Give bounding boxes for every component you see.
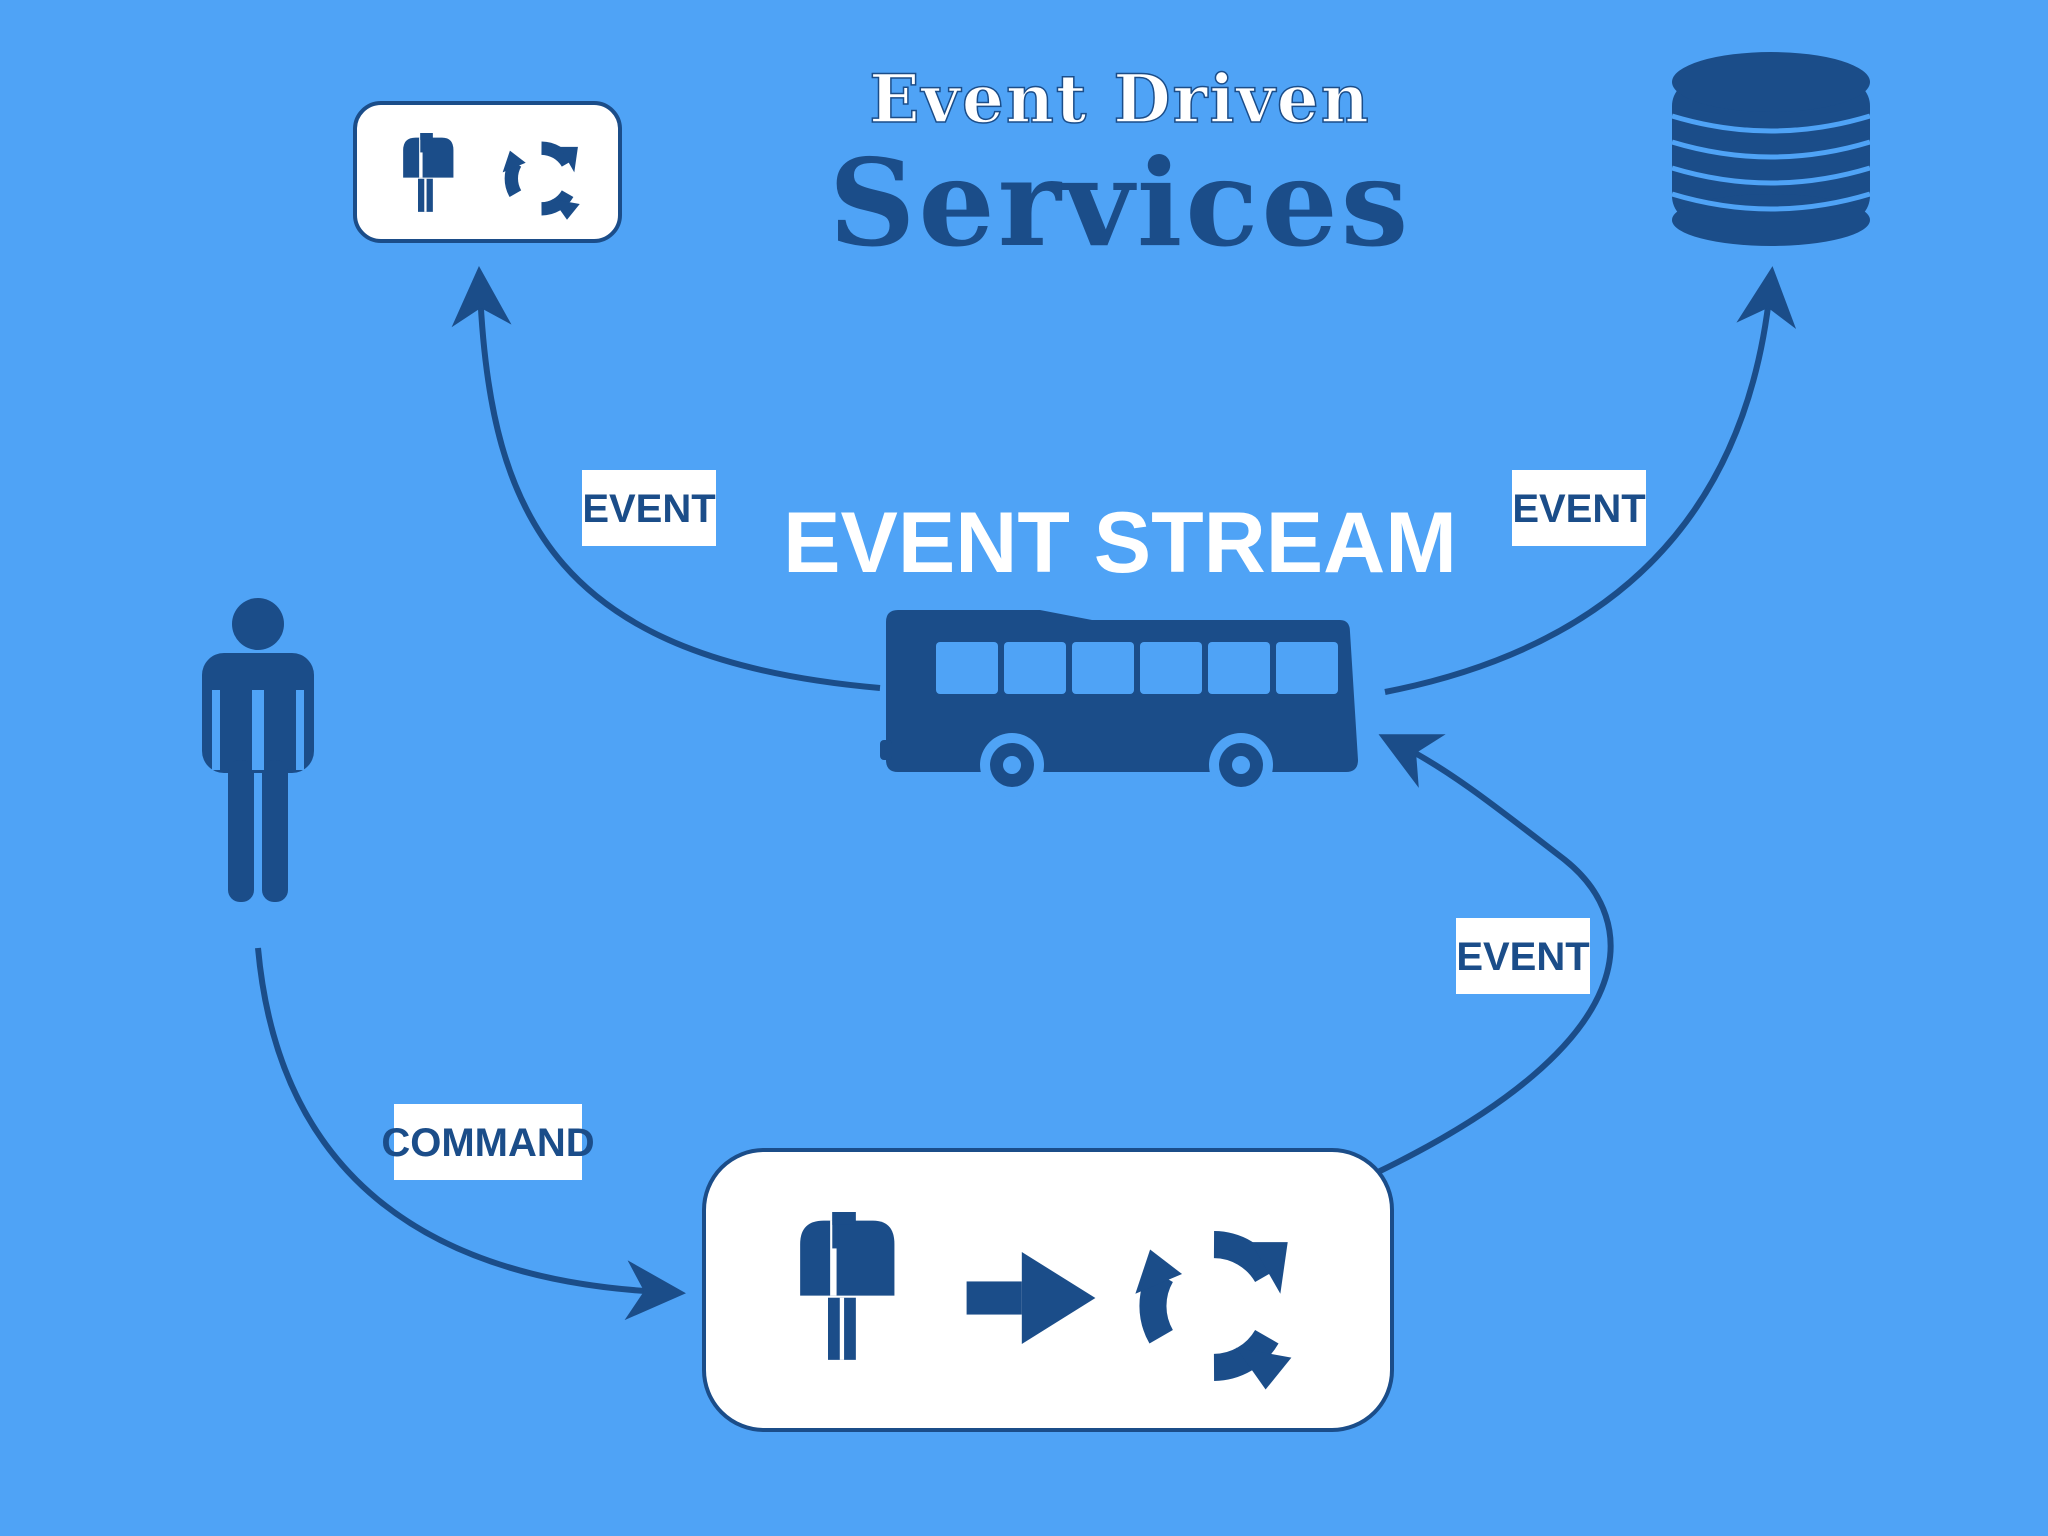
label-event-left: EVENT [582,470,716,546]
bus-icon [880,610,1358,797]
arrow-stream-to-service [451,266,881,691]
arrow-command [255,947,686,1321]
label-command: COMMAND [381,1104,595,1180]
arrow-process-to-stream [1376,734,1614,1175]
title-line-2: Services [829,133,1412,274]
arrow-stream-to-database [1384,266,1797,695]
label-event-right: EVENT [1512,470,1646,546]
label-event-return: EVENT [1456,918,1590,994]
label-event-return-text: EVENT [1456,935,1589,979]
person-icon [202,598,314,902]
title-line-1: Event Driven [869,60,1371,138]
database-icon [1671,52,1871,246]
label-event-left-text: EVENT [582,487,715,531]
label-event-right-text: EVENT [1512,487,1645,531]
service-card-top [353,101,622,243]
event-stream-label: EVENT STREAM [783,495,1457,591]
label-command-text: COMMAND [381,1121,594,1165]
process-card [702,1148,1394,1432]
